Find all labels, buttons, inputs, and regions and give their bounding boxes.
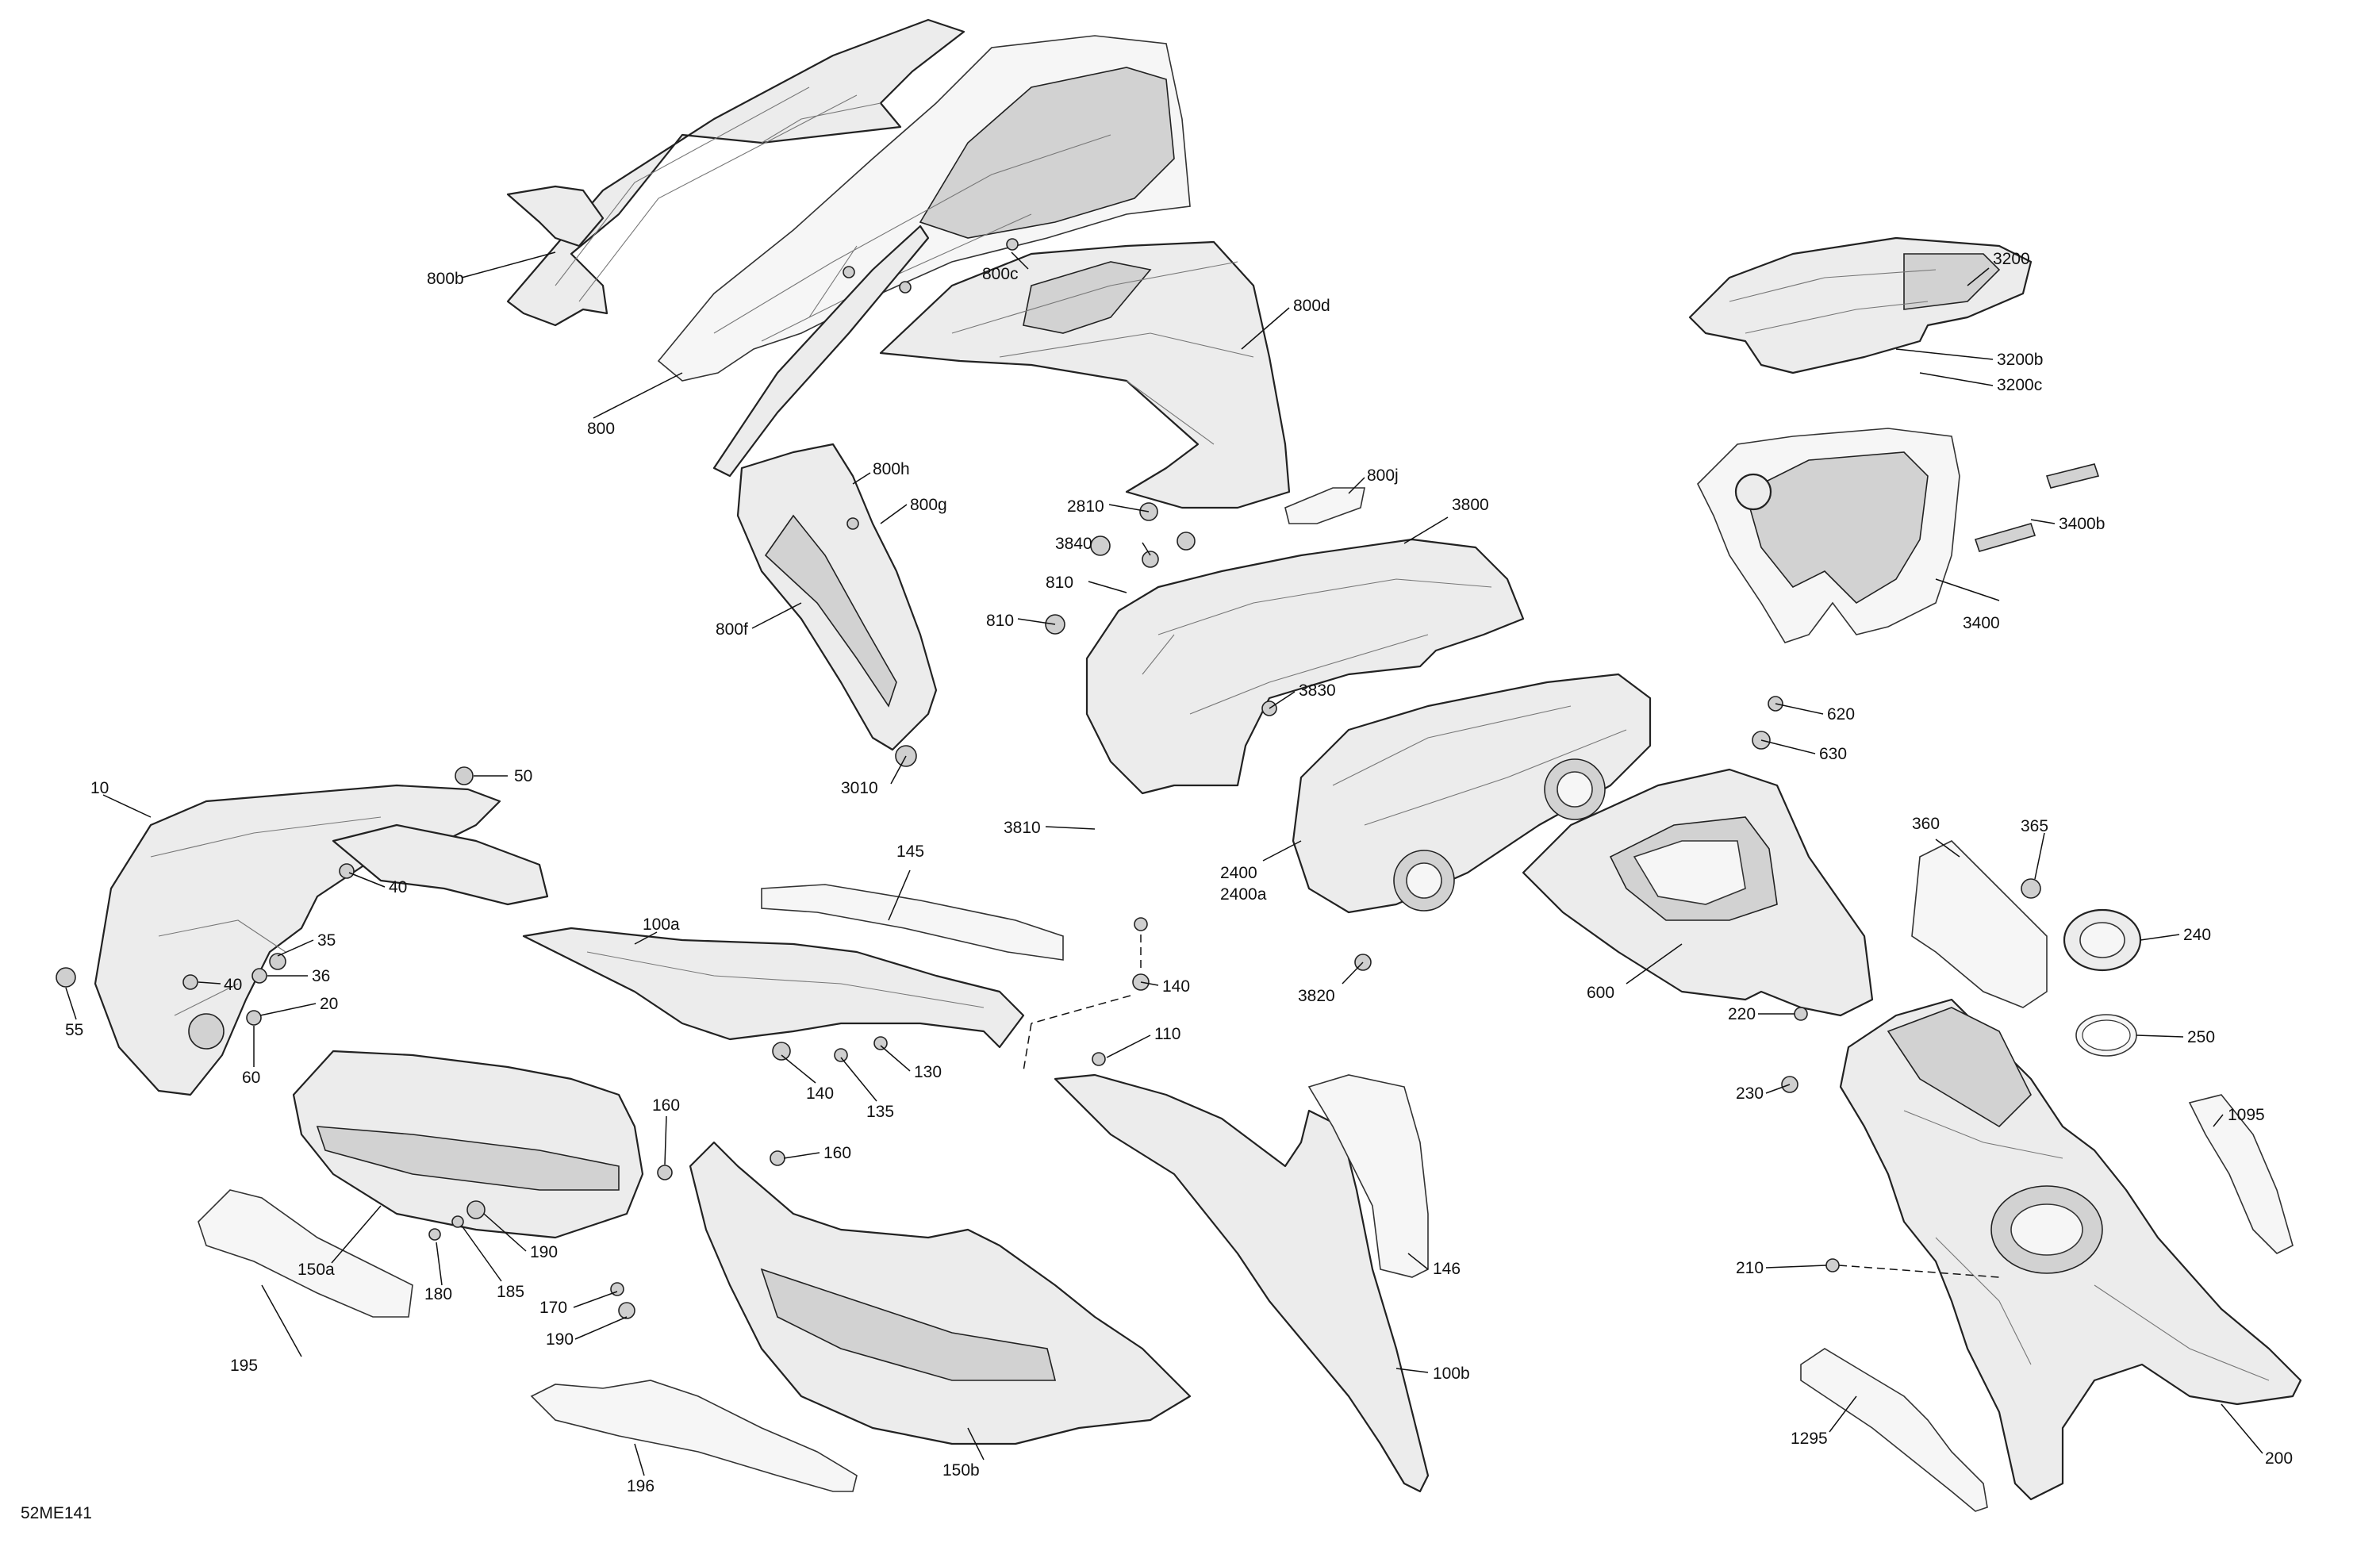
label-220: 220 (1728, 1005, 1756, 1023)
label-230: 230 (1736, 1084, 1764, 1103)
label-800h: 800h (873, 460, 910, 478)
part-100b (1054, 1073, 1430, 1493)
part-10 (94, 784, 501, 1096)
label-100b: 100b (1433, 1365, 1470, 1383)
label-196: 196 (627, 1477, 654, 1495)
label-810b: 810 (986, 612, 1014, 630)
part-800j (1284, 487, 1365, 524)
label-2810: 2810 (1067, 497, 1104, 516)
part-3800 (1085, 538, 1525, 795)
part-100a (522, 927, 1025, 1049)
label-3400b: 3400b (2059, 515, 2105, 533)
label-100a: 100a (643, 915, 680, 934)
label-35: 35 (317, 931, 336, 950)
part-3400b (1974, 463, 2100, 552)
part-240 (2063, 908, 2142, 972)
label-1295: 1295 (1791, 1430, 1828, 1448)
label-55: 55 (65, 1021, 83, 1039)
label-210: 210 (1736, 1259, 1764, 1277)
label-3200b: 3200b (1997, 351, 2043, 369)
label-150b: 150b (942, 1461, 980, 1480)
label-170: 170 (539, 1299, 567, 1317)
part-360 (1911, 840, 2048, 1008)
part-800d (879, 240, 1291, 509)
bracket-40-left (332, 823, 549, 906)
label-195: 195 (230, 1357, 258, 1375)
label-3820: 3820 (1298, 987, 1335, 1005)
part-200 (1839, 998, 2302, 1501)
label-3800: 3800 (1452, 496, 1489, 514)
label-140a: 140 (1162, 977, 1190, 996)
label-146: 146 (1433, 1260, 1461, 1278)
label-365: 365 (2021, 817, 2048, 835)
label-360: 360 (1912, 815, 1940, 833)
label-3010: 3010 (841, 779, 878, 797)
label-60: 60 (242, 1069, 260, 1087)
part-3200 (1688, 236, 2033, 374)
part-800 (657, 35, 1191, 478)
part-146 (1307, 1074, 1429, 1278)
label-800: 800 (587, 420, 615, 438)
part-1095 (2188, 1094, 2294, 1254)
label-240: 240 (2183, 926, 2211, 944)
label-190b: 190 (546, 1330, 574, 1349)
label-1095: 1095 (2228, 1106, 2265, 1124)
label-185: 185 (497, 1283, 524, 1301)
label-630: 630 (1819, 745, 1847, 763)
label-600: 600 (1587, 984, 1614, 1002)
label-110: 110 (1154, 1025, 1180, 1043)
label-190a: 190 (530, 1243, 558, 1261)
label-180: 180 (424, 1285, 452, 1303)
label-800d: 800d (1293, 297, 1330, 315)
label-620: 620 (1827, 705, 1855, 724)
label-50: 50 (514, 767, 532, 785)
label-800g: 800g (910, 496, 947, 514)
part-800b (506, 18, 965, 327)
label-140b: 140 (806, 1084, 834, 1103)
label-800j: 800j (1367, 466, 1399, 485)
part-250 (2075, 1014, 2137, 1057)
label-3840: 3840 (1055, 535, 1092, 553)
part-800f (736, 443, 938, 751)
label-40b: 40 (224, 976, 242, 994)
label-800f: 800f (716, 620, 748, 639)
part-150b (689, 1141, 1192, 1445)
label-130: 130 (914, 1063, 942, 1081)
part-3400 (1697, 428, 1960, 643)
label-3830: 3830 (1299, 681, 1336, 700)
part-150a (292, 1050, 644, 1239)
label-810a: 810 (1046, 574, 1073, 592)
part-195 (198, 1189, 413, 1318)
label-250: 250 (2187, 1028, 2215, 1046)
label-3200c: 3200c (1997, 376, 2042, 394)
label-2400a: 2400a (1220, 885, 1267, 904)
label-200: 200 (2265, 1449, 2293, 1468)
leader-lines (65, 251, 2263, 1476)
label-160a: 160 (652, 1096, 680, 1115)
label-3400: 3400 (1963, 614, 2000, 632)
label-36: 36 (312, 967, 330, 985)
part-145 (761, 884, 1064, 961)
label-10: 10 (90, 779, 109, 797)
part-2400 (1292, 673, 1652, 914)
part-600 (1522, 768, 1874, 1017)
part-196 (530, 1380, 858, 1492)
label-160b: 160 (823, 1144, 851, 1162)
label-800b: 800b (427, 270, 464, 288)
label-3810: 3810 (1004, 819, 1041, 837)
label-800c: 800c (982, 265, 1019, 283)
label-40a: 40 (389, 878, 407, 896)
label-3200: 3200 (1993, 250, 2030, 268)
callout-labels: 800b 800c 800 800d 800h 800g 800f 800j 3… (65, 250, 2293, 1495)
part-1295 (1800, 1348, 1988, 1512)
label-145: 145 (896, 843, 924, 861)
diagram-code: 52ME141 (21, 1504, 92, 1522)
label-150a: 150a (298, 1261, 335, 1279)
label-2400: 2400 (1220, 864, 1257, 882)
label-135: 135 (866, 1103, 894, 1121)
label-20: 20 (320, 995, 338, 1013)
